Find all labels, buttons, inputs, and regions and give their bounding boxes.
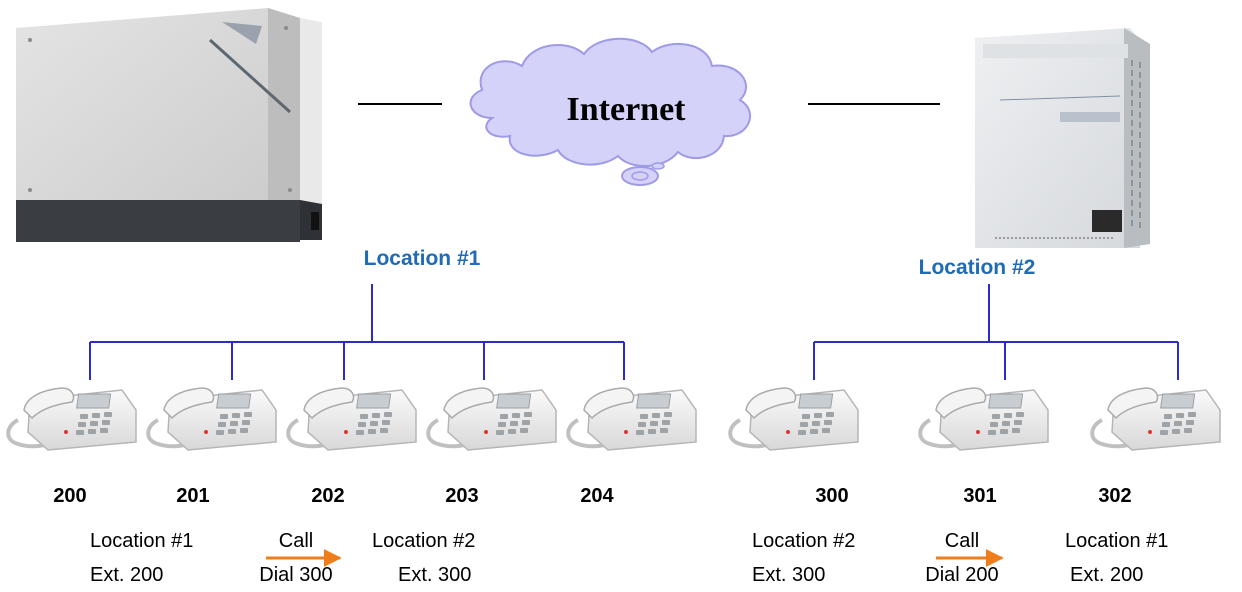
example-from: Location #1	[90, 530, 193, 552]
wiring-location-2	[813, 284, 1179, 380]
pbx-cabinet-location-1	[16, 8, 322, 242]
example-to: Location #2	[372, 530, 475, 552]
phone-201	[146, 386, 278, 452]
example-action: Call	[279, 530, 313, 552]
wiring-location-1	[89, 284, 625, 380]
example-dial: Dial 300	[259, 564, 332, 586]
example-to-ext: Ext. 300	[398, 564, 471, 586]
extension-label: 203	[445, 485, 478, 507]
example-from: Location #2	[752, 530, 855, 552]
extension-label: 202	[311, 485, 344, 507]
call-example-location-1: Location #1 Ext. 200 Call Dial 300 Locat…	[90, 530, 475, 586]
location-1-label: Location #1	[364, 247, 481, 270]
example-dial: Dial 200	[925, 564, 998, 586]
phone-302	[1090, 386, 1222, 452]
extension-label: 201	[176, 485, 209, 507]
internet-label: Internet	[567, 91, 687, 128]
internet-cloud: Internet	[469, 37, 752, 186]
example-from-ext: Ext. 200	[90, 564, 163, 586]
example-to: Location #1	[1065, 530, 1168, 552]
extension-label: 301	[963, 485, 996, 507]
pbx-box-location-2	[975, 28, 1150, 248]
phone-204	[566, 386, 698, 452]
phone-202	[286, 386, 418, 452]
phone-300	[728, 386, 860, 452]
phone-203	[426, 386, 558, 452]
extension-label: 302	[1098, 485, 1131, 507]
phone-301	[918, 386, 1050, 452]
example-action: Call	[945, 530, 979, 552]
example-to-ext: Ext. 200	[1070, 564, 1143, 586]
call-example-location-2: Location #2 Ext. 300 Call Dial 200 Locat…	[752, 530, 1168, 586]
example-from-ext: Ext. 300	[752, 564, 825, 586]
extension-label: 204	[580, 485, 614, 507]
phone-200	[6, 386, 138, 452]
extension-label: 200	[53, 485, 86, 507]
location-2-label: Location #2	[919, 256, 1036, 279]
extension-label: 300	[815, 485, 848, 507]
